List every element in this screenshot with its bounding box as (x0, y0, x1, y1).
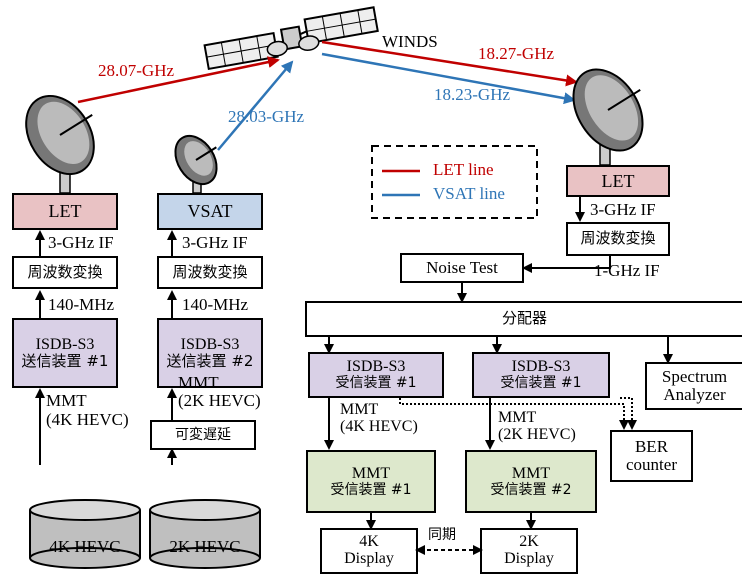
vsat-tx-box: VSAT (157, 193, 263, 230)
let-uplink-label: 28.07-GHz (98, 62, 174, 80)
tx1-freq-label: 140-MHz (48, 296, 114, 314)
disk-2k-icon (150, 500, 260, 568)
tx1-stream-label1: MMT (46, 392, 87, 410)
legend-let-label: LET line (433, 161, 494, 179)
rx-receiver1-line2: 受信装置 #1 (335, 376, 416, 391)
tx2-freq-label: 140-MHz (182, 296, 248, 314)
mmt-decoder1-box: MMT 受信装置 #1 (306, 450, 436, 513)
display-4k-line2: Display (344, 551, 394, 568)
disk-4k-label: 4K HEVC (30, 538, 140, 556)
rx2-stream-label1: MMT (498, 410, 536, 427)
let-downlink-label: 18.27-GHz (478, 45, 554, 63)
ber-line1: BER (635, 438, 668, 456)
tx2-converter-box: 周波数変換 (157, 256, 263, 289)
decoder2-line2: 受信装置 #2 (490, 483, 571, 498)
rx-if2-label: 1-GHz IF (594, 262, 660, 280)
display-4k-box: 4K Display (320, 528, 418, 574)
sync-label: 同期 (428, 528, 456, 543)
legend-box (372, 146, 537, 218)
display-2k-line2: Display (504, 551, 554, 568)
rx-receiver1-line1: ISDB-S3 (347, 359, 406, 376)
vsat-downlink-label: 18.23-GHz (434, 86, 510, 104)
spectrum-line2: Analyzer (663, 386, 725, 404)
display-4k-line1: 4K (359, 534, 379, 551)
disk-2k-label: 2K HEVC (150, 538, 260, 556)
rx-converter-box: 周波数変換 (566, 222, 670, 256)
rx-receiver2-box: ISDB-S3 受信装置 #1 (472, 352, 610, 398)
rx-dish-icon (559, 53, 663, 165)
decoder1-line2: 受信装置 #1 (330, 483, 411, 498)
ber-line2: counter (626, 456, 677, 474)
spectrum-analyzer-box: Spectrum Analyzer (645, 362, 742, 410)
noise-test-box: Noise Test (400, 253, 524, 283)
variable-delay-box: 可変遅延 (150, 420, 256, 450)
tx1-stream-label2: (4K HEVC) (46, 411, 129, 429)
mmt-decoder2-box: MMT 受信装置 #2 (465, 450, 597, 513)
tx2-stream-label2: (2K HEVC) (178, 392, 261, 410)
decoder1-line1: MMT (352, 466, 390, 483)
disk-4k-icon (30, 500, 140, 568)
rx-receiver1-box: ISDB-S3 受信装置 #1 (308, 352, 444, 398)
tx1-converter-box: 周波数変換 (12, 256, 118, 289)
rx-receiver2-line1: ISDB-S3 (512, 359, 571, 376)
display-2k-box: 2K Display (480, 528, 578, 574)
legend-vsat-label: VSAT line (433, 185, 505, 203)
vsat-uplink-arrow (218, 62, 292, 150)
rx1-stream-label1: MMT (340, 402, 378, 419)
tx2-stream-label1: MMT (178, 374, 219, 392)
tx1-modulator-line2: 送信装置 #1 (22, 354, 109, 370)
rx-if-label: 3-GHz IF (590, 201, 656, 219)
tx1-modulator-line1: ISDB-S3 (36, 337, 95, 354)
decoder2-line1: MMT (512, 466, 550, 483)
display-2k-line1: 2K (519, 534, 539, 551)
let-rx-box: LET (566, 165, 670, 197)
tx2-modulator-line2: 送信装置 #2 (167, 354, 254, 370)
tx2-if-label: 3-GHz IF (182, 234, 248, 252)
divider-box: 分配器 (305, 301, 742, 337)
tx1-modulator-box: ISDB-S3 送信装置 #1 (12, 318, 118, 388)
vsat-uplink-label: 28.03-GHz (228, 108, 304, 126)
rx2-stream-label2: (2K HEVC) (498, 427, 576, 444)
satellite-name: WINDS (382, 33, 438, 51)
rx1-stream-label2: (4K HEVC) (340, 419, 418, 436)
let-tx-box: LET (12, 193, 118, 230)
vsat-dish-icon (167, 125, 230, 193)
tx1-if-label: 3-GHz IF (48, 234, 114, 252)
ber-counter-box: BER counter (610, 430, 693, 482)
tx2-modulator-line1: ISDB-S3 (181, 337, 240, 354)
spectrum-line1: Spectrum (662, 368, 727, 386)
rx-receiver2-line2: 受信装置 #1 (500, 376, 581, 391)
